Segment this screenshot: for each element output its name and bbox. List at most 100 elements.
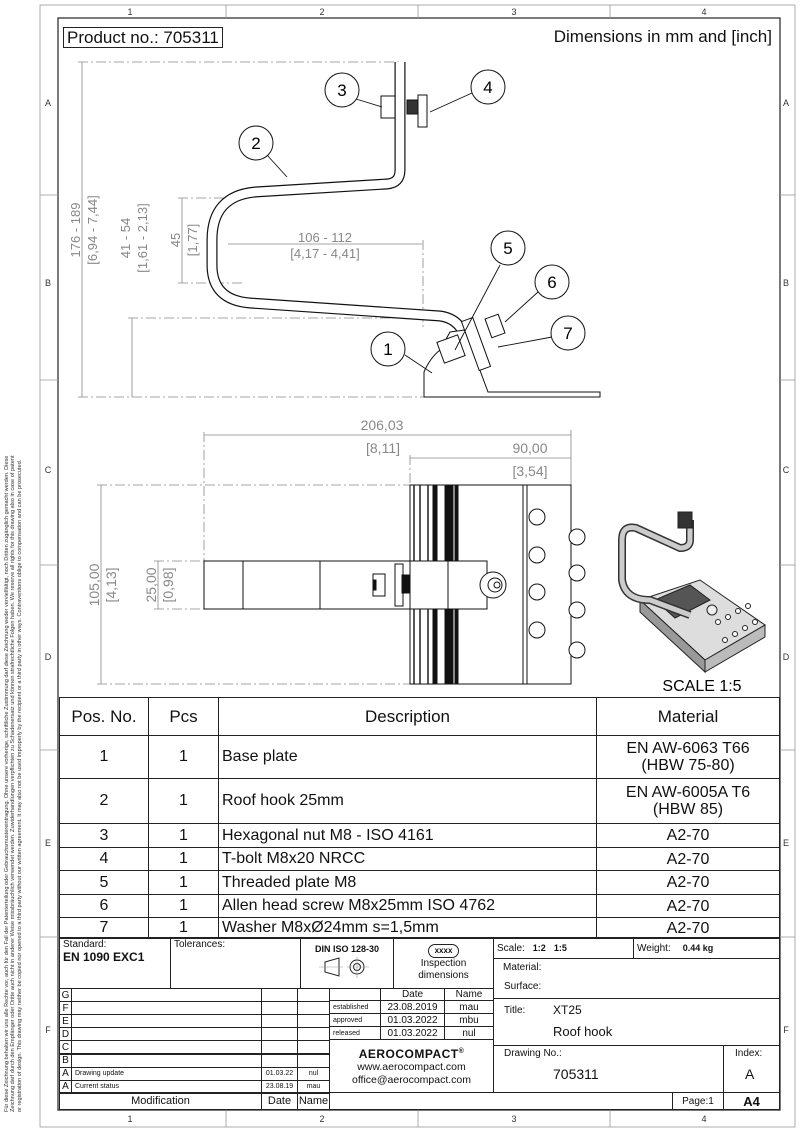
revision-date: 01.03.22	[261, 1066, 298, 1081]
dim-reach-inch: [4,17 - 4,41]	[290, 246, 359, 261]
material-label: Material:	[503, 962, 542, 973]
cell-pos: 5	[59, 870, 149, 895]
weight-label: Weight:	[637, 942, 671, 954]
cell-description: Base plate	[218, 735, 597, 779]
revision-description	[71, 988, 262, 1002]
scale-value: 1:5	[553, 943, 567, 953]
cell-pcs: 1	[148, 847, 219, 871]
cell-pcs: 1	[148, 917, 219, 939]
balloon-1: 1	[370, 331, 406, 367]
approval-date: 01.03.2022	[380, 1013, 445, 1027]
revision-name	[297, 1014, 330, 1029]
cell-pcs: 1	[148, 778, 219, 824]
col-label: 3	[511, 7, 516, 17]
header-material: Material	[596, 697, 780, 736]
revision-name	[297, 1001, 330, 1016]
row-label: C	[45, 465, 52, 475]
revision-date	[261, 1053, 298, 1068]
standard-value: EN 1090 EXC1	[63, 950, 145, 964]
date-header: Date	[261, 1092, 298, 1110]
dim-width-inch: [4,13]	[103, 567, 119, 602]
revision-description: Drawing update	[71, 1066, 262, 1081]
washer	[460, 316, 492, 372]
cell-pcs: 1	[148, 894, 219, 918]
inspection-badge: xxxx	[427, 944, 460, 958]
weight-value: 0.44 kg	[682, 943, 714, 953]
approval-name: mbu	[444, 1013, 494, 1027]
row-label: F	[45, 1025, 51, 1035]
approval-date: 01.03.2022	[380, 1026, 445, 1040]
revision-description	[71, 1053, 262, 1068]
svg-text:4: 4	[483, 78, 492, 97]
revision-name: nul	[297, 1066, 330, 1081]
cell-material: A2-70	[596, 894, 780, 918]
inspection-label: Inspection	[420, 958, 467, 969]
col-label: 4	[701, 7, 706, 17]
cell-description: Roof hook 25mm	[218, 778, 597, 824]
row-label: E	[783, 838, 789, 848]
col-label: 2	[319, 7, 324, 17]
tolerances-label: Tolerances:	[170, 937, 301, 989]
dim-total-height-inch: [6,94 - 7,44]	[85, 195, 100, 264]
drawing-number: 705311	[553, 1066, 599, 1082]
sheet-format: A4	[723, 1092, 780, 1110]
dim-hook-width: 25,00	[143, 567, 159, 602]
dim-base-height: 41 - 54	[118, 218, 133, 258]
cell-pos: 1	[59, 735, 149, 779]
product-number: Product no.: 705311	[63, 27, 223, 48]
projection-symbol-icon	[319, 957, 369, 978]
svg-text:7: 7	[563, 324, 572, 343]
scale-value: 1:2	[532, 943, 546, 953]
cell-pos: 4	[59, 847, 149, 871]
col-label: 4	[701, 1114, 706, 1124]
cell-description: T-bolt M8x20 NRCC	[218, 847, 597, 871]
col-label: 1	[127, 1114, 132, 1124]
revision-date	[261, 1027, 298, 1042]
approval-label: established	[329, 1000, 381, 1014]
revision-description	[71, 1040, 262, 1055]
row-label: C	[783, 465, 790, 475]
row-label: E	[45, 838, 51, 848]
dim-length: 206,03	[361, 417, 404, 433]
balloon-5: 5	[490, 230, 526, 266]
dim-gap-inch: [1,77]	[185, 224, 200, 257]
cell-pcs: 1	[148, 735, 219, 779]
col-label: 3	[511, 1114, 516, 1124]
dim-width: 105,00	[86, 563, 102, 606]
top-view	[203, 484, 586, 685]
revision-description	[71, 1001, 262, 1016]
dim-plate: 90,00	[512, 440, 547, 456]
row-label: F	[783, 1025, 789, 1035]
revision-name	[297, 1040, 330, 1055]
revision-date	[261, 1014, 298, 1029]
balloon-2: 2	[238, 125, 274, 161]
balloon-7: 7	[550, 315, 586, 351]
cell-material: A2-70	[596, 870, 780, 895]
col-label: 2	[319, 1114, 324, 1124]
revision-date	[261, 1001, 298, 1016]
dim-gap: 45	[168, 233, 183, 247]
threaded-plate	[436, 334, 466, 364]
dim-plate-inch: [3,54]	[512, 463, 547, 479]
svg-text:6: 6	[547, 273, 556, 292]
header-pos: Pos. No.	[59, 697, 149, 736]
svg-text:5: 5	[503, 239, 512, 258]
row-label: A	[45, 98, 51, 108]
cell-description: Hexagonal nut M8 - ISO 4161	[218, 823, 597, 848]
approval-label: approved	[329, 1013, 381, 1027]
row-label: B	[45, 278, 51, 288]
cell-material: EN AW-6005A T6(HBW 85)	[596, 778, 780, 824]
cell-pos: 3	[59, 823, 149, 848]
cell-pos: 2	[59, 778, 149, 824]
index-value: A	[745, 1066, 755, 1082]
cell-material: EN AW-6063 T66(HBW 75-80)	[596, 735, 780, 779]
cell-description: Washer M8xØ24mm s=1,5mm	[218, 917, 597, 939]
revision-name	[297, 988, 330, 1002]
cell-pcs: 1	[148, 870, 219, 895]
title-line-2: Roof hook	[553, 1024, 613, 1039]
cell-material: A2-70	[596, 917, 780, 939]
isometric-view	[618, 511, 766, 674]
t-bolt-head	[417, 94, 428, 128]
cell-pos: 7	[59, 917, 149, 939]
